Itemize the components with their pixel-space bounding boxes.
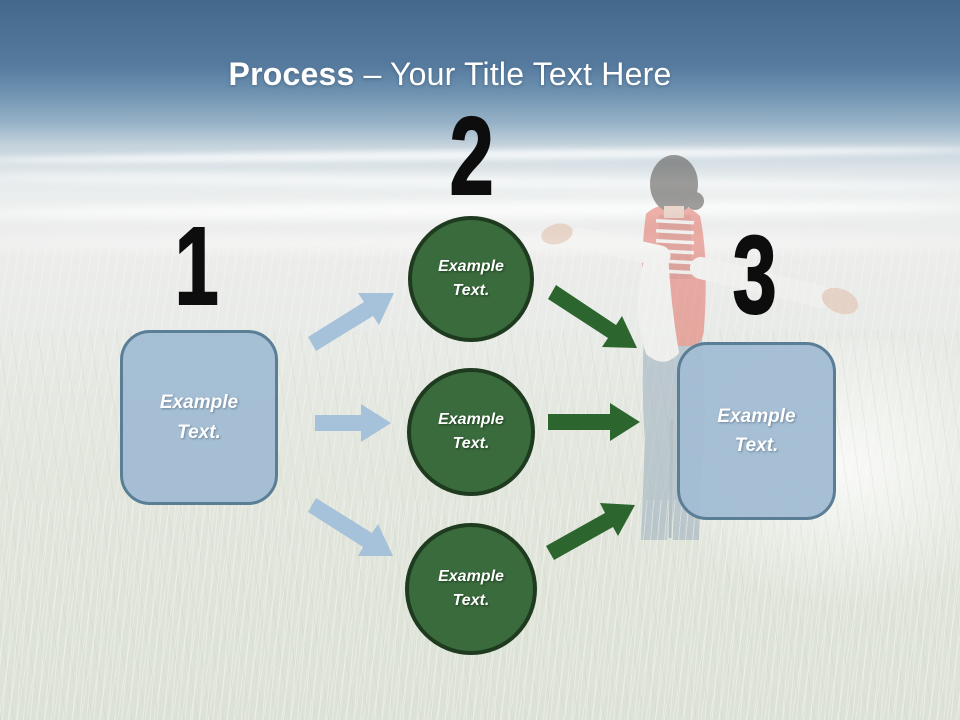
step1-box[interactable]: Example Text. [120, 330, 278, 505]
arrow-bottom-circle-to-right-box[interactable] [546, 503, 635, 560]
step-number-3[interactable]: 3 [732, 214, 778, 337]
title-rest: – Your Title Text Here [363, 56, 672, 92]
step-number-2[interactable]: 2 [449, 95, 495, 218]
arrow-left-box-to-bottom-circle[interactable] [308, 498, 393, 556]
step2-circle-top[interactable]: Example Text. [408, 216, 534, 342]
step2-circle-top-label: Example Text. [438, 258, 504, 299]
step1-box-label: Example Text. [159, 392, 239, 443]
arrow-left-box-to-middle-circle[interactable] [315, 404, 391, 442]
step2-circle-bottom-label: Example Text. [438, 568, 504, 609]
slide-title[interactable]: Process– Your Title Text Here [0, 56, 930, 93]
step2-circle-bottom[interactable]: Example Text. [405, 523, 537, 655]
arrow-top-circle-to-right-box[interactable] [548, 285, 637, 348]
step-number-1[interactable]: 1 [174, 205, 220, 328]
step3-box[interactable]: Example Text. [677, 342, 836, 520]
arrow-middle-circle-to-right-box[interactable] [548, 403, 640, 441]
title-emphasis: Process [228, 56, 355, 92]
step3-box-label: Example Text. [717, 405, 796, 456]
arrow-left-box-to-top-circle[interactable] [308, 293, 394, 351]
step2-circle-middle[interactable]: Example Text. [407, 368, 535, 496]
step2-circle-middle-label: Example Text. [438, 411, 504, 452]
